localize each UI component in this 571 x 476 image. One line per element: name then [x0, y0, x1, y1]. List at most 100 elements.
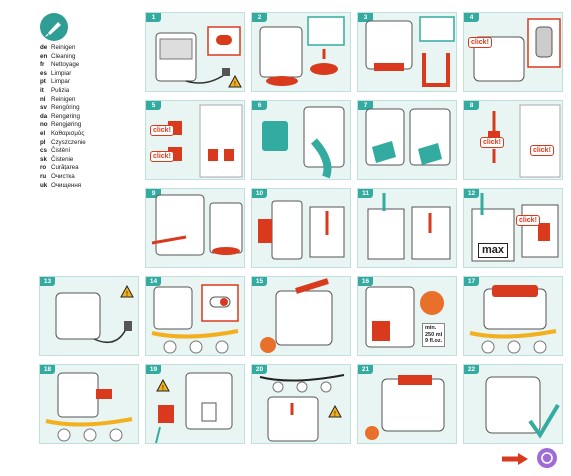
step-panel-7: 7: [357, 100, 457, 180]
power-on-illustration: [151, 284, 239, 354]
drip-grid-removal-illustration: [365, 16, 455, 87]
step-panel-6: 6: [251, 100, 351, 180]
language-title: Čistění: [51, 147, 71, 155]
language-title: Curățarea: [51, 164, 79, 172]
step-panel-9: 9: [145, 188, 245, 268]
language-title: Reinigen: [51, 95, 76, 103]
language-code: el: [40, 129, 46, 137]
step-number: 14: [146, 277, 161, 286]
click-label: click!: [468, 37, 492, 48]
step-panel-16: 16 min. 250 ml 9 fl.oz.: [357, 276, 457, 356]
step-number: 2: [252, 13, 267, 22]
step-panel-13: 13 !: [39, 276, 139, 356]
step-panel-4: 4 click!: [463, 12, 563, 92]
step-panel-2: 2: [251, 12, 351, 92]
step-number: 4: [464, 13, 479, 22]
language-entry: fr Nettoyage: [40, 61, 86, 70]
press-button-illustration: [45, 372, 133, 442]
step-panel-3: 3: [357, 12, 457, 92]
plug-in-machine-illustration: [55, 292, 132, 344]
remove-capsule-illustration: [365, 375, 445, 440]
piercer-unit-removal-illustration: [168, 104, 243, 178]
reinsert-tray-illustration: [151, 194, 243, 256]
step-number: 5: [146, 101, 161, 110]
language-title: Čistenie: [51, 155, 74, 163]
click-label: click!: [530, 145, 554, 156]
step-number: 22: [464, 365, 479, 374]
language-code: en: [40, 52, 48, 60]
language-title: Очистка: [51, 172, 75, 180]
step-number: 18: [40, 365, 55, 374]
step-panel-19: 19 !: [145, 364, 245, 444]
language-code: cs: [40, 147, 47, 155]
step-panel-17: 17: [463, 276, 563, 356]
place-cup-illustration: [365, 286, 444, 348]
language-entry: es Limpiar: [40, 70, 86, 79]
step-number: 13: [40, 277, 55, 286]
language-title: Pulizia: [51, 86, 70, 94]
language-title: Cleaning: [51, 52, 76, 60]
max-fill-label: max: [478, 243, 509, 258]
language-code: fr: [40, 61, 45, 69]
cleaning-complete-illustration: [485, 376, 560, 439]
step-panel-18: 18: [39, 364, 139, 444]
svg-text:!: !: [334, 411, 336, 418]
click-label: click!: [516, 215, 540, 226]
language-title: Limpiar: [51, 69, 72, 77]
machine-unplug-illustration: [155, 26, 241, 84]
language-code: sv: [40, 104, 47, 112]
language-code: sk: [40, 155, 47, 163]
language-code: da: [40, 112, 48, 120]
brewing-unit-click-illustration: [473, 18, 561, 82]
language-title: Rengöring: [51, 104, 80, 112]
language-code: pl: [40, 138, 46, 146]
step-panel-21: 21: [357, 364, 457, 444]
rinse-parts-illustration: [262, 106, 345, 179]
reinsert-piercer-illustration: [488, 104, 561, 178]
open-lid-check-illustration: [259, 374, 345, 442]
cleaning-brush-icon: [40, 13, 68, 41]
svg-text:!: !: [234, 81, 236, 88]
step-number: 16: [358, 277, 373, 286]
language-code: ro: [40, 164, 47, 172]
volume-note: min. 250 ml 9 fl.oz.: [422, 323, 446, 347]
language-code: uk: [40, 181, 48, 189]
step-panel-14: 14: [145, 276, 245, 356]
language-title: Nettoyage: [51, 61, 80, 69]
language-code: es: [40, 69, 47, 77]
step-number: 20: [252, 365, 267, 374]
empty-cup-illustration: [155, 372, 233, 443]
step-number: 3: [358, 13, 373, 22]
click-label: click!: [480, 137, 504, 148]
step-number: 17: [464, 277, 479, 286]
language-entry: sv Rengöring: [40, 104, 86, 113]
rinse-water-tank-illustration: [367, 193, 451, 260]
step-number: 9: [146, 189, 161, 198]
language-title: Rengjøring: [51, 121, 82, 129]
svg-text:!: !: [162, 385, 164, 392]
language-title: Limpar: [51, 78, 70, 86]
step-number: 10: [252, 189, 267, 198]
step-panel-11: 11: [357, 188, 457, 268]
step-panel-5: 5 click! click!: [145, 100, 245, 180]
step-number: 21: [358, 365, 373, 374]
close-lid-illustration: [469, 285, 557, 354]
click-label: click!: [150, 151, 174, 162]
step-panel-20: 20 !: [251, 364, 351, 444]
step-panel-15: 15: [251, 276, 351, 356]
step-number: 8: [464, 101, 479, 110]
next-arrow-icon: [500, 452, 530, 471]
language-entry: ro Curățarea: [40, 164, 86, 173]
step-panel-22: 22: [463, 364, 563, 444]
step-panel-1: 1 !: [145, 12, 245, 92]
language-title: Rengøring: [51, 112, 80, 120]
